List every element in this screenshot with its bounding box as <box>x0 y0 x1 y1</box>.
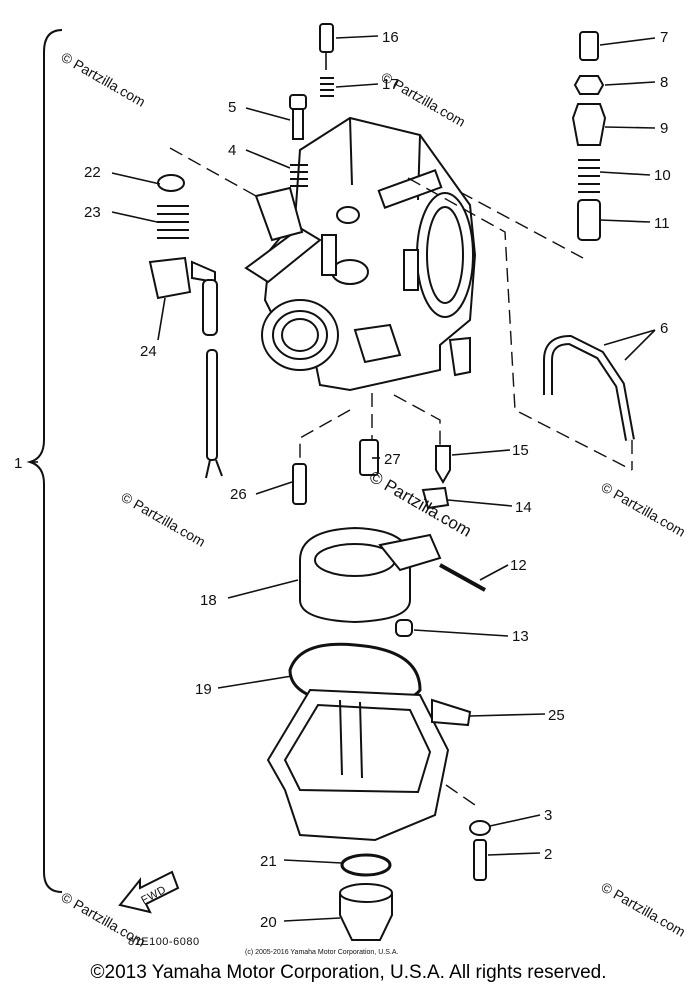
callout-4: 4 <box>228 142 236 159</box>
drawing-code: 81E100-6080 <box>128 936 200 948</box>
callout-leaders <box>30 35 656 922</box>
callout-14: 14 <box>515 499 532 516</box>
callout-23: 23 <box>84 204 101 221</box>
callout-12: 12 <box>510 557 527 574</box>
callout-5: 5 <box>228 99 236 116</box>
callout-13: 13 <box>512 628 529 645</box>
callout-20: 20 <box>260 914 277 931</box>
assembly-bracket <box>26 29 63 893</box>
drawing-copyright: (c) 2005-2016 Yamaha Motor Corporation, … <box>245 949 398 956</box>
fwd-arrow-icon: FWD <box>118 870 180 914</box>
callout-25: 25 <box>548 707 565 724</box>
callout-18: 18 <box>200 592 217 609</box>
assembly-lines <box>169 147 633 806</box>
small-parts <box>148 23 635 637</box>
float-bowl <box>266 688 491 941</box>
callout-9: 9 <box>660 120 668 137</box>
callout-6: 6 <box>660 320 668 337</box>
callout-21: 21 <box>260 853 277 870</box>
callout-26: 26 <box>230 486 247 503</box>
watermark-text: © Partzilla.com <box>599 879 689 940</box>
watermark-text: © Partzilla.com <box>599 479 689 540</box>
callout-numbers: 1 2 3 4 5 6 7 8 9 10 11 12 13 14 15 16 1… <box>14 29 671 931</box>
carburetor-body <box>244 116 477 392</box>
callout-22: 22 <box>84 164 101 181</box>
float-part <box>299 526 442 624</box>
callout-19: 19 <box>195 681 212 698</box>
watermark-text: © Partzilla.com <box>119 489 209 550</box>
callout-27: 27 <box>384 451 401 468</box>
callout-11: 11 <box>654 215 670 232</box>
exploded-parts-diagram: © Partzilla.com © Partzilla.com © Partzi… <box>14 23 689 956</box>
callout-10: 10 <box>654 167 671 184</box>
callout-2: 2 <box>544 846 552 863</box>
footer-copyright: ©2013 Yamaha Motor Corporation, U.S.A. A… <box>90 962 607 983</box>
callout-24: 24 <box>140 343 157 360</box>
callout-1: 1 <box>14 455 22 472</box>
watermark-text: © Partzilla.com <box>59 49 149 110</box>
callout-16: 16 <box>382 29 399 46</box>
callout-3: 3 <box>544 807 552 824</box>
callout-7: 7 <box>660 29 668 46</box>
partzilla-watermark: © Partzilla.com <box>366 467 475 541</box>
callout-17: 17 <box>382 76 399 93</box>
callout-8: 8 <box>660 74 668 91</box>
callout-15: 15 <box>512 442 529 459</box>
